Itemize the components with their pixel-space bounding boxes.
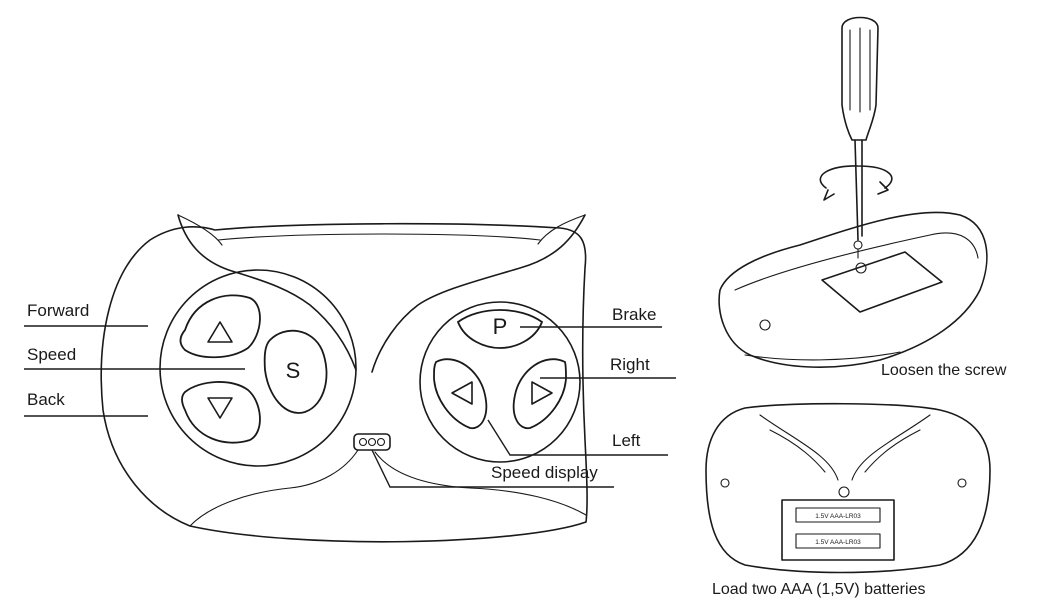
caption-load-batteries: Load two AAA (1,5V) batteries <box>712 581 926 598</box>
screwdriver-handle <box>841 16 879 141</box>
brake-glyph: P <box>493 314 508 339</box>
screw-hole <box>855 262 867 274</box>
caption-loosen-screw: Loosen the screw <box>881 362 1007 379</box>
brake-button[interactable] <box>456 309 544 349</box>
label-brake: Brake <box>612 305 657 324</box>
right-screw-hole <box>957 478 967 488</box>
label-speed-display: Speed display <box>491 463 598 482</box>
speed-glyph: S <box>286 358 301 383</box>
battery-cell-2 <box>795 533 881 549</box>
center-screw-hole <box>838 486 850 498</box>
left-arrow-icon <box>451 381 473 405</box>
left-leader <box>487 419 668 456</box>
rotate-arrow-icon <box>819 165 893 189</box>
led-1 <box>358 437 368 447</box>
label-speed: Speed <box>27 345 77 364</box>
remote-front-view <box>24 214 676 543</box>
battery-step: 1.5V AAA-LR03 1.5V AAA-LR03 <box>705 402 991 574</box>
label-back: Back <box>27 390 65 409</box>
label-left: Left <box>612 431 641 450</box>
label-right: Right <box>610 355 650 374</box>
down-arrow-icon <box>207 397 233 419</box>
right-pad-ring <box>419 301 581 463</box>
speed-display-leader <box>371 449 614 488</box>
right-arrow-icon <box>531 381 553 405</box>
label-forward: Forward <box>27 301 90 320</box>
side-hole <box>759 319 771 331</box>
led-2 <box>367 437 377 447</box>
screw-icon <box>853 240 863 250</box>
battery-cell-2-label: 1.5V AAA-LR03 <box>815 539 861 546</box>
left-pad-ring <box>159 269 357 467</box>
left-button[interactable] <box>433 358 488 429</box>
left-screw-hole <box>720 478 730 488</box>
led-3 <box>376 437 386 447</box>
forward-button[interactable] <box>179 294 261 359</box>
screwdriver-step <box>718 16 988 368</box>
battery-cell-1-label: 1.5V AAA-LR03 <box>815 513 861 520</box>
screwdriver-shaft <box>854 139 859 241</box>
right-button[interactable] <box>512 358 567 429</box>
battery-compartment <box>781 499 895 561</box>
speed-button[interactable] <box>263 329 328 414</box>
up-arrow-icon <box>207 321 233 343</box>
battery-cover <box>821 251 943 313</box>
back-button[interactable] <box>181 381 261 444</box>
battery-cell-1 <box>795 507 881 523</box>
